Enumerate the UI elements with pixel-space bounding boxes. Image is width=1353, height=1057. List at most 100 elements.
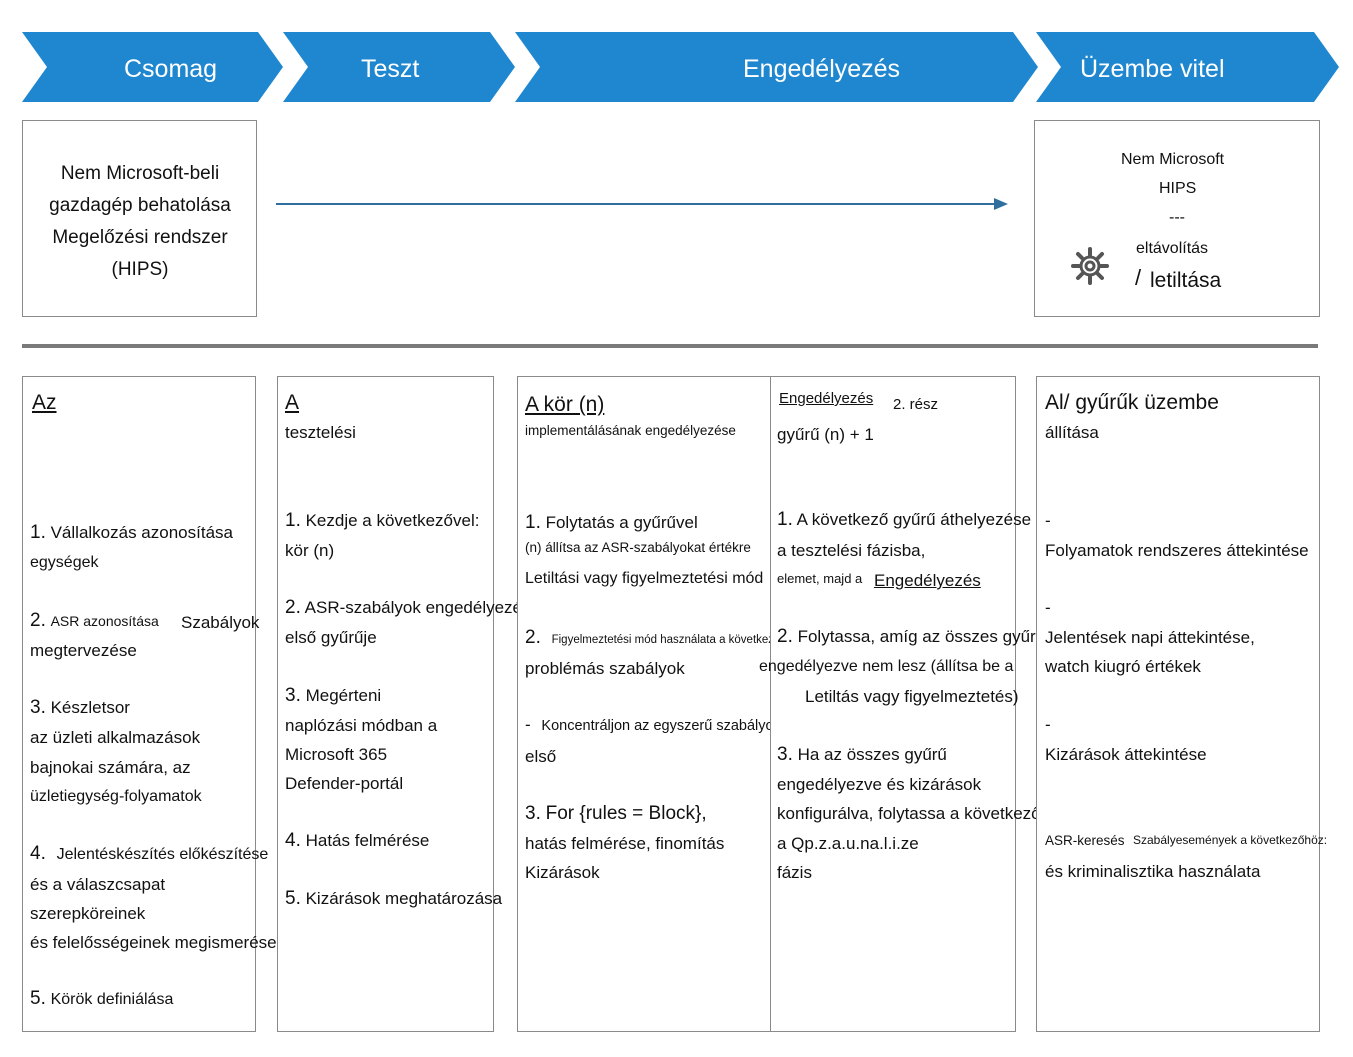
col4-item3-e: fázis xyxy=(777,863,812,882)
hips-end-box: Nem Microsoft HIPS --- eltávolítás / let… xyxy=(1034,120,1320,317)
col3-item1-a: Folytatás a gyűrűvel xyxy=(545,513,698,532)
col1-item3-c: bajnokai számára, az xyxy=(30,758,191,777)
col3-title: A kör (n) xyxy=(525,393,605,416)
column-uzembe-vitel xyxy=(1036,376,1320,1032)
hips-end-line-3: --- xyxy=(1169,209,1185,226)
col1-item2-b: megtervezése xyxy=(30,641,137,660)
col5-item1-num: - xyxy=(1045,511,1051,530)
hips-end-line-1: Nem Microsoft xyxy=(1121,151,1225,168)
gear-icon xyxy=(1071,247,1109,285)
hips-end-line-2: HIPS xyxy=(1159,180,1197,197)
col2-item2-b: első gyűrűje xyxy=(285,628,377,647)
hips-start-line-1: Nem Microsoft-beli xyxy=(60,163,220,184)
hips-end-line-5: / xyxy=(1135,265,1142,290)
col1-item1-a: Vállalkozás azonosítása xyxy=(50,523,233,542)
timeline-arrow xyxy=(276,198,1008,210)
col3-item3-num: 3. xyxy=(525,803,541,824)
column-engedelyezes-n xyxy=(517,376,771,1032)
phase-label-csomag: Csomag xyxy=(124,55,218,83)
phase-label-uzembe-vitel: Üzembe vitel xyxy=(1080,55,1225,83)
col4-item3-num: 3. xyxy=(777,744,793,765)
column-teszt xyxy=(277,376,494,1032)
col4-item2-b: engedélyezve nem lesz (állítsa be a xyxy=(759,658,1014,675)
col1-item1-num: 1. xyxy=(30,522,46,543)
col5-title: Al/ gyűrűk üzembe xyxy=(1045,391,1219,414)
col3-item1-num: 1. xyxy=(525,512,541,533)
col1-title: Az xyxy=(32,391,57,414)
col4-title: Engedélyezés xyxy=(779,390,874,407)
col2-item3-a: Megérteni xyxy=(305,686,382,705)
col1-item5-a: Körök definiálása xyxy=(50,991,174,1008)
hips-start-line-4: (HIPS) xyxy=(111,259,169,280)
col5-sub: állítása xyxy=(1045,423,1099,442)
col3-item2-num: 2. xyxy=(525,627,541,648)
col3-dash-a: Koncentráljon az egyszerű szabályokra xyxy=(541,718,794,734)
col4-item2-c: Letiltás vagy figyelmeztetés) xyxy=(805,687,1019,706)
col2-item1-num: 1. xyxy=(285,510,301,531)
col1-item4-b: és a válaszcsapat xyxy=(30,875,166,894)
hips-end-line-6: letiltása xyxy=(1150,269,1222,292)
col2-title: A xyxy=(285,391,300,414)
col1-item2-num: 2. xyxy=(30,610,46,631)
col1-item1-b: egységek xyxy=(30,554,99,571)
col2-item3-num: 3. xyxy=(285,685,301,706)
phase-chevron-bar xyxy=(22,32,1339,102)
col2-item1-a: Kezdje a következővel: xyxy=(305,511,480,530)
col3-item1-b: (n) állítsa az ASR-szabályokat értékre xyxy=(525,540,751,555)
col1-item2-a2: Szabályok xyxy=(181,613,260,632)
col2-item3-c: Microsoft 365 xyxy=(285,745,388,764)
col1-item2-a: ASR azonosítása xyxy=(50,613,159,629)
col2-item3-b: naplózási módban a xyxy=(285,716,438,735)
col2-item1-b: kör (n) xyxy=(285,541,335,560)
col3-item2-b: problémás szabályok xyxy=(525,659,685,678)
col1-item4-d: és felelősségeinek megismerése xyxy=(30,933,277,952)
phase-label-teszt: Teszt xyxy=(361,55,420,83)
col2-item5-num: 5. xyxy=(285,888,301,909)
col4-item3-c: konfigurálva, folytassa a következő lépé… xyxy=(777,804,1120,823)
chevron-csomag xyxy=(22,32,283,102)
col5-item4-a2: Szabályesemények a következőhöz: xyxy=(1133,833,1328,847)
col3-dash-num: - xyxy=(525,715,531,734)
hips-start-box: Nem Microsoft-beli gazdagép behatolása M… xyxy=(22,120,257,317)
col3-sub: implementálásának engedélyezése xyxy=(525,423,736,438)
col3-item1-c: Letiltási vagy figyelmeztetési mód xyxy=(525,570,764,587)
col4-item1-c2: Engedélyezés xyxy=(874,571,981,590)
col3-dash-b: első xyxy=(525,747,557,766)
col4-item1-c: elemet, majd a xyxy=(777,571,863,586)
hips-end-line-4: eltávolítás xyxy=(1136,240,1209,257)
col2-item5-a: Kizárások meghatározása xyxy=(305,889,503,908)
col1-item4-c: szerepköreinek xyxy=(30,904,146,923)
col4-item3-a: Ha az összes gyűrű xyxy=(797,745,947,764)
col5-item2-b: watch kiugró értékek xyxy=(1045,657,1201,676)
col4-item2-num: 2. xyxy=(777,626,793,647)
col4-sub: gyűrű (n) + 1 xyxy=(777,425,874,444)
chevron-uzembe-vitel xyxy=(1036,32,1339,102)
col4-item1-num: 1. xyxy=(777,509,793,530)
col5-item2-num: - xyxy=(1045,598,1051,617)
col4-item3-d: a Qp.z.a.u.na.l.i.ze xyxy=(777,834,919,853)
section-divider xyxy=(22,344,1318,348)
col2-item4-a: Hatás felmérése xyxy=(305,831,430,850)
col2-sub: tesztelési xyxy=(285,423,356,442)
col3-item3-b: hatás felmérése, finomítás xyxy=(525,834,725,853)
col4-item1-a: A következő gyűrű áthelyezése xyxy=(796,510,1032,529)
column-engedelyezes-n1 xyxy=(770,376,1016,1032)
phase-label-engedelyezes: Engedélyezés xyxy=(743,55,901,83)
col4-title2: 2. rész xyxy=(893,396,939,413)
col1-item3-d: üzletiegység-folyamatok xyxy=(30,788,202,805)
col5-item3-num: - xyxy=(1045,715,1051,734)
col2-item2-a: ASR-szabályok engedélyezése xyxy=(304,598,540,617)
col4-item2-a: Folytassa, amíg az összes gyűrű xyxy=(797,627,1046,646)
hips-start-line-3: Megelőzési rendszer xyxy=(52,227,228,248)
col5-item1-a: Folyamatok rendszeres áttekintése xyxy=(1045,541,1309,560)
col2-item2-num: 2. xyxy=(285,597,301,618)
col1-item4-num: 4. xyxy=(30,843,46,864)
col1-item3-a: Készletsor xyxy=(50,698,130,717)
col2-item4-num: 4. xyxy=(285,830,301,851)
col5-item3-a: Kizárások áttekintése xyxy=(1045,745,1207,764)
col1-item5-num: 5. xyxy=(30,988,46,1009)
column-csomag xyxy=(22,376,256,1032)
col5-item2-a: Jelentések napi áttekintése, xyxy=(1045,628,1255,647)
col1-item4-a: Jelentéskészítés előkészítése xyxy=(56,846,269,863)
col3-item2-a: Figyelmeztetési mód használata a követke… xyxy=(551,634,803,646)
